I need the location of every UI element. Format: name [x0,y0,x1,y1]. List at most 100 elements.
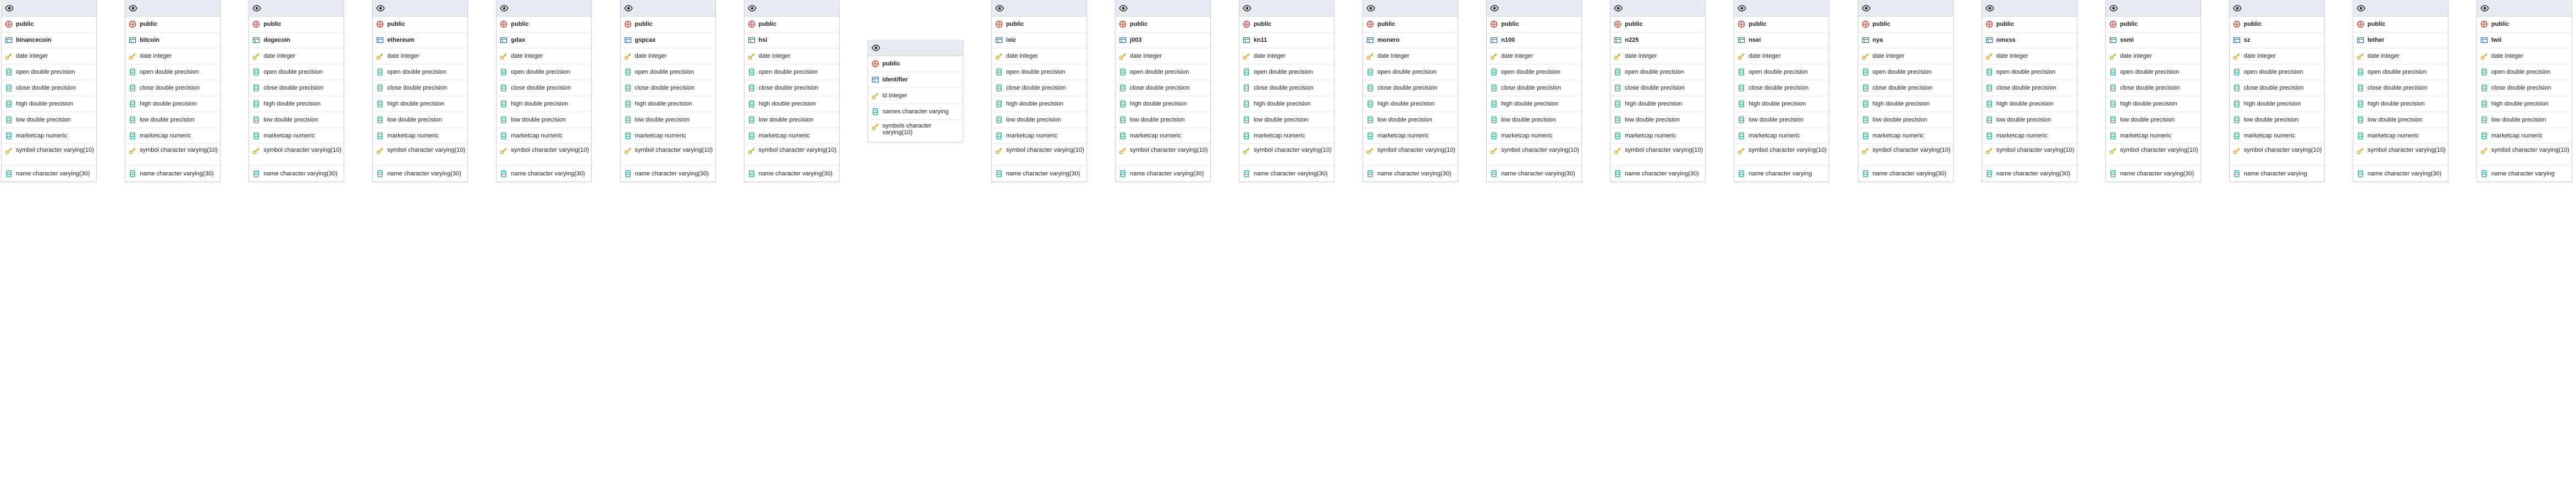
column-row[interactable]: high double precision [125,96,220,112]
column-row[interactable]: name character varying(30) [1239,166,1334,181]
table-row[interactable]: ssmi [2105,32,2200,48]
column-row[interactable]: close double precision [2353,80,2448,96]
key-row[interactable]: date integer [2229,48,2324,64]
column-row[interactable]: name character varying(30) [992,166,1086,181]
eye-icon[interactable] [871,43,880,52]
column-row[interactable]: marketcap numeric [1610,128,1706,144]
column-row[interactable]: open double precision [2353,64,2448,80]
key-row[interactable]: symbol character varying(10) [620,144,715,166]
column-row[interactable]: name character varying(30) [373,166,467,181]
column-row[interactable]: open double precision [2,64,96,80]
table-row[interactable]: gdax [497,32,592,48]
column-row[interactable]: name character varying(30) [249,166,344,181]
key-row[interactable]: symbol character varying(10) [2229,144,2324,166]
column-row[interactable]: names character varying [868,104,963,120]
column-row[interactable]: high double precision [373,96,468,112]
column-row[interactable]: low double precision [1734,112,1829,128]
column-row[interactable]: close double precision [1363,80,1458,96]
eye-icon[interactable] [1490,4,1499,13]
column-row[interactable]: close double precision [2105,80,2200,96]
column-row[interactable]: open double precision [1487,64,1582,80]
schema-row[interactable]: public [2353,16,2448,32]
column-row[interactable]: close double precision [2229,80,2324,96]
column-row[interactable]: marketcap numeric [249,128,344,144]
table-row[interactable]: binancecoin [2,32,96,48]
eye-icon[interactable] [1243,4,1251,13]
column-row[interactable]: marketcap numeric [2105,128,2200,144]
table-row[interactable]: ethereum [373,32,468,48]
table-row[interactable]: ixic [991,32,1086,48]
column-row[interactable]: open double precision [497,64,592,80]
column-row[interactable]: low double precision [1858,112,1953,128]
table-row[interactable]: n100 [1487,32,1582,48]
column-row[interactable]: name character varying(30) [2,166,96,181]
column-row[interactable]: name character varying(30) [1116,166,1210,181]
key-row[interactable]: date integer [991,48,1086,64]
column-row[interactable]: marketcap numeric [1115,128,1210,144]
table-row[interactable]: twii [2477,32,2572,48]
key-row[interactable]: date integer [1487,48,1582,64]
column-row[interactable]: high double precision [497,96,592,112]
column-row[interactable]: low double precision [125,112,220,128]
key-row[interactable]: symbol character varying(10) [1115,144,1210,166]
eye-icon[interactable] [2109,4,2118,13]
column-row[interactable]: name character varying [1734,166,1829,181]
column-row[interactable]: open double precision [1239,64,1334,80]
key-row[interactable]: symbol character varying(10) [1858,144,1953,166]
schema-row[interactable]: public [868,56,963,72]
column-row[interactable]: high double precision [249,96,344,112]
column-row[interactable]: open double precision [125,64,220,80]
eye-icon[interactable] [1737,4,1747,13]
key-row[interactable]: date integer [2353,48,2448,64]
eye-icon[interactable] [747,4,757,13]
eye-icon[interactable] [2357,4,2365,13]
schema-row[interactable]: public [2105,16,2200,32]
key-row[interactable]: symbol character varying(10) [125,144,220,166]
column-row[interactable]: high double precision [1363,96,1458,112]
table-row[interactable]: tether [2353,32,2448,48]
eye-icon[interactable] [5,4,14,13]
column-row[interactable]: close double precision [249,80,344,96]
column-row[interactable]: close double precision [1858,80,1953,96]
column-row[interactable]: high double precision [2105,96,2200,112]
column-row[interactable]: close double precision [2477,80,2572,96]
eye-icon[interactable] [1614,4,1623,13]
column-row[interactable]: name character varying(30) [2353,166,2448,181]
column-row[interactable]: low double precision [2105,112,2200,128]
key-row[interactable]: symbol character varying(10) [2477,144,2572,166]
key-row[interactable]: date integer [1734,48,1829,64]
table-row[interactable]: nsei [1734,32,1829,48]
column-row[interactable]: close double precision [991,80,1086,96]
key-row[interactable]: date integer [2105,48,2200,64]
column-row[interactable]: high double precision [1858,96,1953,112]
schema-row[interactable]: public [1115,16,1210,32]
key-row[interactable]: date integer [2,48,96,64]
column-row[interactable]: low double precision [1982,112,2077,128]
column-row[interactable]: high double precision [1734,96,1829,112]
schema-row[interactable]: public [2,16,96,32]
column-row[interactable]: close double precision [1610,80,1706,96]
key-row[interactable]: symbol character varying(10) [1982,144,2077,166]
column-row[interactable]: marketcap numeric [991,128,1086,144]
table-row[interactable]: dogecoin [249,32,344,48]
column-row[interactable]: name character varying(30) [744,166,839,181]
key-row[interactable]: symbol character varying(10) [2105,144,2200,166]
column-row[interactable]: marketcap numeric [744,128,839,144]
column-row[interactable]: close double precision [2,80,96,96]
column-row[interactable]: name character varying(30) [2106,166,2200,181]
column-row[interactable]: open double precision [2105,64,2200,80]
schema-row[interactable]: public [620,16,715,32]
eye-icon[interactable] [1861,4,1871,13]
table-row[interactable]: nya [1858,32,1953,48]
column-row[interactable]: marketcap numeric [2353,128,2448,144]
column-row[interactable]: low double precision [249,112,344,128]
schema-row[interactable]: public [744,16,839,32]
column-row[interactable]: high double precision [991,96,1086,112]
